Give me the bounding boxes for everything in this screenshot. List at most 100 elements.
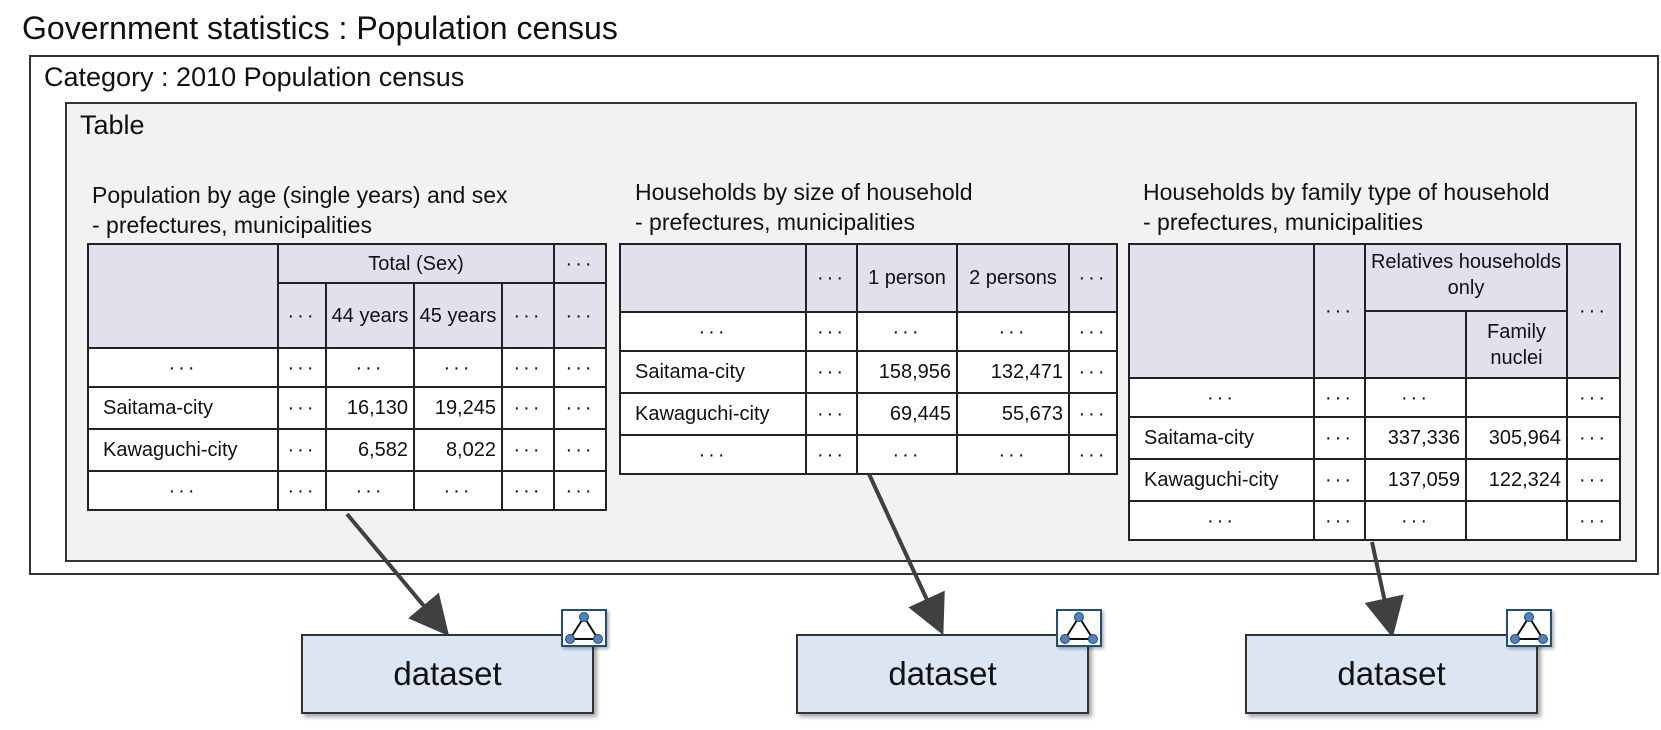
table-row: ··· ··· ··· ··· ··· ··· — [87, 347, 608, 388]
table-cell: ··· — [856, 311, 958, 352]
table2: ··· 1 person 2 persons ··· ··· ··· ··· ·… — [619, 243, 1118, 475]
table-cell: ··· — [1313, 458, 1366, 502]
table-row: ··· ··· ··· ··· — [1128, 500, 1621, 541]
dataset-box-3[interactable]: dataset — [1245, 634, 1538, 714]
table-cell: ··· — [856, 434, 958, 475]
table-row: Kawaguchi-city ··· 6,582 8,022 ··· ··· — [87, 428, 608, 472]
table1-subheader-ellipsis: ··· — [553, 282, 608, 349]
table-cell: ··· — [805, 350, 858, 394]
table1-col-45-years: 45 years — [413, 282, 503, 349]
table-cell: ··· — [805, 434, 858, 475]
table2-col-1-person: 1 person — [856, 243, 958, 313]
table-cell: ··· — [1364, 377, 1467, 418]
table-cell: ··· — [277, 347, 327, 388]
table-row: ··· ··· ··· ··· ··· — [619, 434, 1118, 475]
table1: Total (Sex) ··· ··· 44 years 45 years ··… — [87, 243, 608, 511]
category-title: Category : 2010 Population census — [44, 62, 465, 92]
table-cell: ··· — [413, 347, 503, 388]
table-cell: ··· — [500, 470, 556, 511]
table1-subheader-ellipsis: ··· — [277, 282, 327, 349]
table2-col-2-persons: 2 persons — [956, 243, 1070, 313]
table-row: Kawaguchi-city ··· 69,445 55,673 ··· — [619, 392, 1118, 436]
table-cell: ··· — [1068, 392, 1118, 436]
table-cell: ··· — [1068, 350, 1118, 394]
table1-title-line1: Population by age (single years) and sex — [92, 182, 508, 208]
table-cell: 55,673 — [956, 392, 1070, 436]
arrow-2 — [867, 473, 945, 636]
table-cell: 337,336 — [1364, 416, 1467, 460]
table3: ··· Relatives households only ··· Family… — [1128, 243, 1621, 541]
table-cell: 19,245 — [413, 386, 503, 430]
table-cell: 8,022 — [413, 428, 503, 472]
table-cell: ··· — [1313, 377, 1366, 418]
row-label: ··· — [1128, 500, 1315, 541]
table3-group-header: Relatives households only — [1364, 243, 1568, 312]
table-cell: ··· — [1068, 311, 1118, 352]
triangle-graph-icon — [561, 609, 607, 647]
row-label: Kawaguchi-city — [1128, 458, 1315, 502]
table3-header-ellipsis: ··· — [1566, 243, 1621, 379]
table-cell: ··· — [553, 347, 608, 388]
table-cell: ··· — [325, 347, 415, 388]
arrow-1 — [345, 512, 450, 637]
dataset-box-1[interactable]: dataset — [301, 634, 594, 714]
row-label: Saitama-city — [87, 386, 279, 430]
table2-title: Households by size of household - prefec… — [635, 177, 973, 237]
table-cell: ··· — [553, 470, 608, 511]
table-cell: 122,324 — [1465, 458, 1568, 502]
table3-header-ellipsis: ··· — [1313, 243, 1366, 379]
dataset-box-2[interactable]: dataset — [796, 634, 1089, 714]
triangle-graph-icon — [1056, 609, 1102, 647]
table1-title-line2: - prefectures, municipalities — [92, 212, 372, 238]
table3-title-line2: - prefectures, municipalities — [1143, 209, 1423, 235]
table-cell: ··· — [805, 311, 858, 352]
table3-corner-cell — [1128, 243, 1315, 379]
row-label: ··· — [87, 347, 279, 388]
page-title: Government statistics : Population censu… — [22, 10, 618, 46]
table-cell: ··· — [1068, 434, 1118, 475]
table3-title: Households by family type of household -… — [1143, 177, 1550, 237]
table-cell — [1465, 377, 1568, 418]
table2-header-ellipsis: ··· — [805, 243, 858, 313]
table-cell: ··· — [805, 392, 858, 436]
table-row: Saitama-city ··· 16,130 19,245 ··· ··· — [87, 386, 608, 430]
row-label: Kawaguchi-city — [619, 392, 807, 436]
table-cell: ··· — [1313, 500, 1366, 541]
row-label: ··· — [619, 311, 807, 352]
table1-group-header: Total (Sex) — [276, 243, 556, 284]
table-cell: ··· — [1566, 377, 1621, 418]
row-label: ··· — [87, 470, 279, 511]
table-cell: 132,471 — [956, 350, 1070, 394]
table-cell: ··· — [1313, 416, 1366, 460]
table1-corner-cell — [87, 243, 279, 349]
table-cell: ··· — [277, 428, 327, 472]
table-row: ··· ··· ··· ··· — [1128, 377, 1621, 418]
arrow-3 — [1364, 541, 1404, 638]
table-cell: 16,130 — [325, 386, 415, 430]
table2-corner-cell — [619, 243, 807, 313]
table3-title-line1: Households by family type of household — [1143, 179, 1550, 205]
row-label: Saitama-city — [1128, 416, 1315, 460]
table-cell: ··· — [553, 386, 608, 430]
category-frame — [29, 55, 1659, 575]
table1-title: Population by age (single years) and sex… — [92, 180, 508, 240]
table3-relatives-spacer — [1364, 311, 1467, 379]
row-label: Kawaguchi-city — [87, 428, 279, 472]
table-cell — [1465, 500, 1568, 541]
table-cell: ··· — [500, 386, 556, 430]
table3-col-family-nuclei: Family nuclei — [1465, 310, 1568, 379]
table-cell: ··· — [553, 428, 608, 472]
table-cell: 69,445 — [856, 392, 958, 436]
table-cell: ··· — [1566, 500, 1621, 541]
table-label: Table — [80, 110, 145, 140]
table1-subheader-ellipsis: ··· — [500, 282, 556, 349]
table-row: Saitama-city ··· 158,956 132,471 ··· — [619, 350, 1118, 394]
row-label: ··· — [619, 434, 807, 475]
table2-title-line2: - prefectures, municipalities — [635, 209, 915, 235]
table-cell: ··· — [500, 347, 556, 388]
dataset-label: dataset — [393, 655, 502, 692]
table-cell: ··· — [956, 434, 1070, 475]
table-cell: ··· — [1566, 458, 1621, 502]
table-cell: 305,964 — [1465, 416, 1568, 460]
